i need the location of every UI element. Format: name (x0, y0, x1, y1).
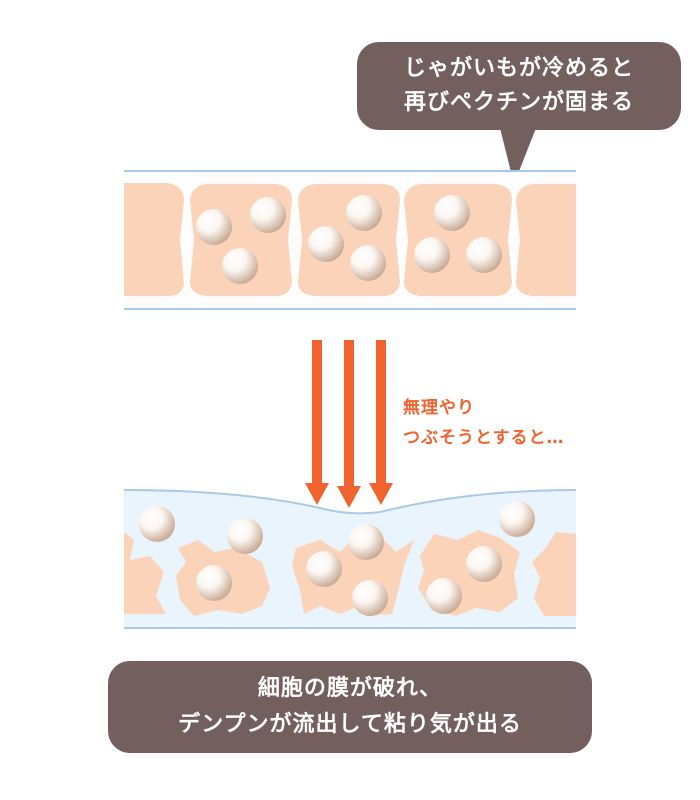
callout-result-line2: デンプンが流出して粘り気が出る (178, 712, 522, 737)
starch-granule (227, 518, 263, 554)
starch-granule (196, 209, 232, 245)
crush-note-line2: つぶそうとすると… (403, 428, 565, 448)
starch-granule (346, 195, 382, 231)
callout-cooling: じゃがいもが冷めると 再びペクチンが固まる (357, 42, 681, 130)
callout-result: 細胞の膜が破れ、 デンプンが流出して粘り気が出る (108, 661, 592, 753)
starch-granule (352, 580, 388, 616)
starch-granule (308, 226, 344, 262)
starch-granule (350, 245, 386, 281)
membrane-line (123, 489, 577, 515)
crush-note: 無理やり つぶそうとすると… (403, 393, 565, 453)
starch-granule (426, 578, 462, 614)
callout-cooling-line1: じゃがいもが冷めると (403, 56, 634, 81)
starch-granule (348, 524, 384, 560)
cell (124, 183, 184, 296)
cell (516, 184, 576, 296)
starch-granule (250, 197, 286, 233)
starch-granule (306, 551, 342, 587)
starch-granule (414, 237, 450, 273)
starch-granule (222, 248, 258, 284)
starch-granule (196, 565, 232, 601)
pressure-arrows (305, 340, 393, 508)
callout-cooling-line2: 再びペクチンが固まる (403, 90, 634, 115)
crushed-cell-strip (123, 489, 577, 629)
starch-granule (466, 237, 502, 273)
starch-granule (139, 506, 175, 542)
callout-result-line1: 細胞の膜が破れ、 (257, 676, 443, 701)
intact-cell-strip (124, 170, 576, 310)
starch-granule (499, 501, 535, 537)
starch-granule (434, 195, 470, 231)
crush-note-line1: 無理やり (403, 398, 475, 418)
broken-cell (532, 532, 576, 616)
broken-cell (124, 532, 166, 614)
callout-top-tail (500, 128, 536, 184)
starch-granule (466, 546, 502, 582)
